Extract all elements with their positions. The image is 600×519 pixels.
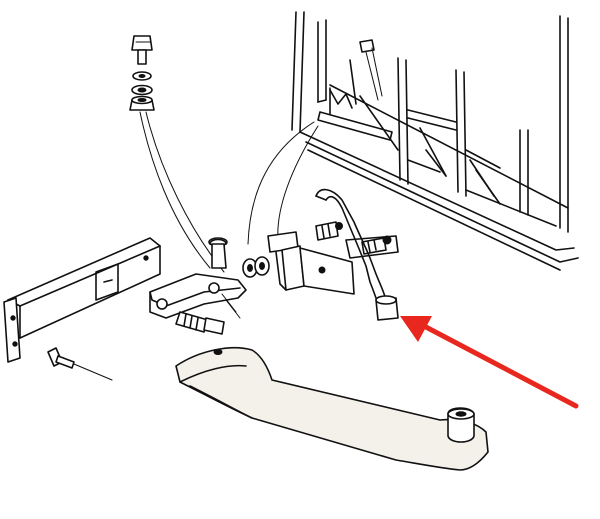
hex-nut bbox=[129, 95, 155, 111]
bracket bbox=[267, 231, 399, 295]
bracket-bolt-lower bbox=[361, 235, 392, 255]
curved-rod bbox=[315, 188, 387, 305]
lock-washer bbox=[132, 71, 152, 81]
hinge-strap bbox=[3, 237, 161, 363]
rivet bbox=[47, 347, 113, 381]
washer-pair bbox=[242, 256, 270, 278]
shoulder-bolt bbox=[131, 35, 153, 65]
pivot-pin bbox=[208, 237, 228, 269]
rod-end-bushing bbox=[375, 295, 399, 321]
retainer-clip bbox=[359, 39, 375, 53]
flat-washer bbox=[131, 84, 153, 96]
bracket-bolt-upper bbox=[315, 221, 343, 241]
arm-end-bushing bbox=[447, 407, 475, 443]
door-frame bbox=[291, 11, 579, 271]
support-arm bbox=[175, 346, 489, 471]
callout-arrow bbox=[400, 316, 579, 409]
check-link-arm bbox=[149, 273, 247, 319]
hex-bolt bbox=[175, 311, 225, 335]
